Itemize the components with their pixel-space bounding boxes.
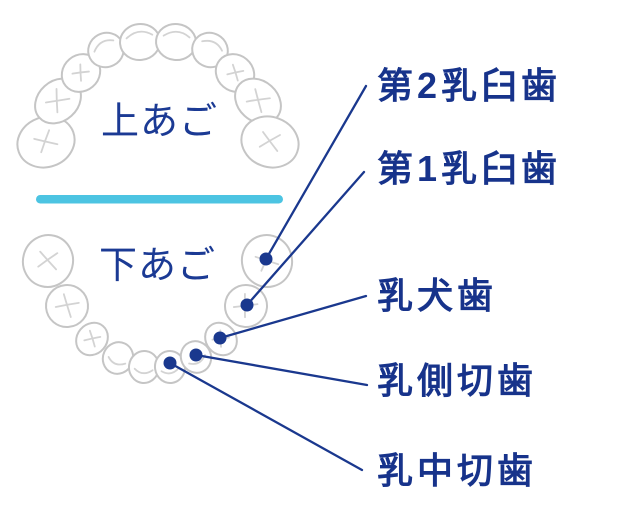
tooth-upper-left-second-molar (16, 115, 76, 169)
tooth-fissure-mark (258, 134, 281, 148)
leader-line-primary-central-incisor (168, 361, 364, 472)
label-second-primary-molar: 第2乳臼歯 (377, 65, 562, 106)
tooth-upper-left-lateral-incisor (87, 31, 125, 69)
label-first-primary-molar: 第1乳臼歯 (377, 148, 562, 189)
tooth-upper-left-canine (60, 53, 102, 93)
tooth-upper-right-second-molar (240, 115, 300, 169)
tooth-ridge-mark (160, 366, 181, 375)
label-primary-central-incisor: 乳中切歯 (377, 450, 538, 491)
tooth-upper-right-central-incisor (155, 22, 197, 62)
upper-jaw-label: 上あご (101, 101, 219, 143)
tooth-lower-left-canine (75, 321, 109, 357)
tooth-fissure-mark (40, 129, 51, 154)
leader-line-second-primary-molar (264, 84, 368, 261)
tooth-fissure-mark (54, 301, 80, 308)
label-primary-canine: 乳犬歯 (377, 275, 498, 316)
tooth-fissure-mark (79, 63, 82, 82)
dot-first-primary-molar (240, 298, 254, 312)
tooth-lower-left-second-molar (21, 234, 75, 288)
tooth-dots (163, 252, 273, 370)
upper-teeth-arch (16, 22, 300, 169)
dot-primary-lateral-incisor (189, 348, 203, 362)
tooth-upper-right-lateral-incisor (191, 31, 229, 69)
tooth-fissure-mark (55, 87, 59, 114)
leader-lines (168, 84, 369, 472)
leader-line-first-primary-molar (245, 170, 366, 307)
leader-line-primary-canine (218, 294, 368, 340)
tooth-ridge-mark (93, 39, 115, 53)
jaw-divider-bar (36, 195, 283, 204)
tooth-ridge-mark (125, 30, 154, 40)
dot-primary-canine (213, 331, 227, 345)
tooth-lower-left-first-molar (45, 284, 89, 328)
tooth-ridge-mark (107, 356, 127, 366)
tooth-ridge-mark (162, 30, 191, 39)
label-primary-lateral-incisor: 乳側切歯 (377, 360, 538, 401)
tooth-fissure-mark (226, 69, 245, 76)
dot-second-primary-molar (259, 252, 273, 266)
tooth-fissure-mark (245, 97, 271, 103)
tooth-ridge-mark (133, 367, 154, 375)
lower-jaw-label: 下あご (99, 245, 217, 287)
tooth-fissure-mark (83, 335, 102, 342)
tooth-ridge-mark (201, 39, 223, 52)
leader-line-primary-lateral-incisor (194, 353, 369, 387)
tooth-crown (155, 22, 197, 62)
dot-primary-central-incisor (163, 356, 177, 370)
tooth-fissure-mark (37, 252, 59, 268)
